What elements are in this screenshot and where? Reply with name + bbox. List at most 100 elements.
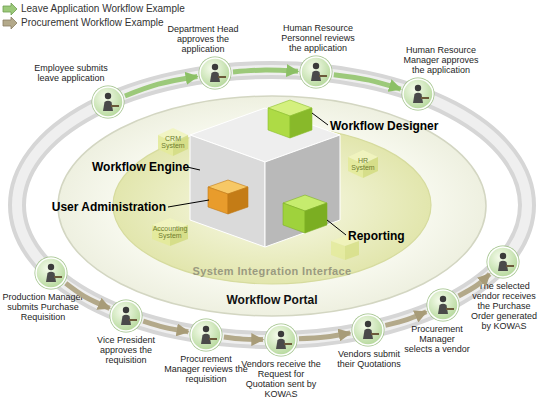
circle-body bbox=[488, 247, 518, 277]
workflow-step-circle-outline bbox=[351, 313, 385, 347]
desk-icon bbox=[54, 276, 62, 278]
workflow-step-circle: Procurement Manager selects a vendor bbox=[426, 288, 460, 322]
step-label: Production Manager submits Purchase Requ… bbox=[2, 292, 84, 322]
step-label: The selected vendor receives the Purchas… bbox=[468, 281, 540, 331]
circle-rim bbox=[300, 56, 333, 89]
circle-body bbox=[266, 325, 296, 355]
person-icon bbox=[365, 321, 371, 327]
legend-text: Leave Application Workflow Example bbox=[21, 3, 185, 14]
desk-icon bbox=[371, 333, 379, 335]
workflow-step-circle-outline bbox=[198, 56, 232, 90]
step-label: Procurement Manager selects a vendor bbox=[404, 324, 470, 354]
circle-rim bbox=[199, 57, 232, 90]
flow-arrow bbox=[125, 76, 197, 96]
circle-body bbox=[191, 320, 221, 350]
flow-arrow bbox=[385, 312, 426, 326]
cube-face bbox=[190, 135, 265, 247]
workflow-step-circle: The selected vendor receives the Purchas… bbox=[486, 245, 520, 279]
circle-body bbox=[428, 290, 458, 320]
workflow-step-circle-outline bbox=[34, 256, 68, 290]
step-label: Vendors receive the Request for Quotatio… bbox=[238, 359, 324, 399]
desk-icon bbox=[209, 338, 217, 340]
ring-band bbox=[17, 70, 527, 340]
flow-arrow bbox=[233, 70, 298, 72]
person-icon bbox=[500, 253, 506, 259]
person-icon bbox=[105, 93, 111, 99]
main-cube bbox=[190, 108, 340, 247]
step-label: Vice President approves the requisition bbox=[86, 335, 166, 365]
cube-face bbox=[228, 187, 248, 214]
flow-arrow bbox=[66, 283, 110, 308]
step-label: Vendors submit their Quotations bbox=[333, 349, 405, 369]
circle-rim bbox=[427, 289, 460, 322]
leader-line bbox=[168, 200, 209, 207]
person-icon bbox=[203, 326, 209, 332]
cube-face bbox=[290, 108, 312, 138]
circle-body bbox=[200, 58, 230, 88]
cube-face bbox=[208, 187, 228, 214]
circle-body bbox=[301, 57, 331, 87]
leader-line bbox=[312, 113, 328, 125]
workflow-step-circle: Human Resource Personnel reviews the app… bbox=[299, 55, 333, 89]
desk-icon bbox=[284, 343, 292, 345]
desk-icon bbox=[111, 105, 119, 107]
workflow-step-circle: Employee submits leave application bbox=[91, 85, 125, 119]
workflow-step-circle-outline bbox=[189, 318, 223, 352]
person-icon bbox=[440, 296, 446, 302]
workflow-step-circle: Procurement Manager reviews the requisit… bbox=[189, 318, 223, 352]
person-icon bbox=[278, 331, 284, 337]
workflow-step-circle-outline bbox=[264, 323, 298, 357]
desk-icon bbox=[506, 265, 514, 267]
step-label: Department Head approves the application bbox=[163, 24, 243, 54]
person-icon bbox=[212, 64, 218, 70]
cube-face bbox=[305, 203, 327, 233]
leader-line bbox=[187, 167, 200, 170]
desk-icon bbox=[421, 97, 429, 99]
circle-rim bbox=[402, 78, 435, 111]
workflow-step-circle-outline bbox=[91, 85, 125, 119]
circle-rim bbox=[92, 86, 125, 119]
circle-body bbox=[403, 79, 433, 109]
workflow-step-circle: Human Resource Manager approves the appl… bbox=[401, 77, 435, 111]
designer-cube bbox=[268, 100, 312, 138]
outer-ring bbox=[17, 70, 527, 340]
system-box: CRM System bbox=[158, 128, 188, 156]
circle-body bbox=[36, 258, 66, 288]
reporting-cube bbox=[283, 195, 327, 233]
ring-highlight bbox=[17, 70, 527, 340]
legend-arrows bbox=[3, 3, 17, 29]
workflow-step-circle-outline bbox=[299, 55, 333, 89]
part-label: Reporting bbox=[348, 229, 405, 243]
system-box: Accounting System bbox=[152, 218, 188, 246]
flow-arrow bbox=[299, 333, 350, 339]
desk-icon bbox=[446, 308, 454, 310]
leader-lines bbox=[168, 113, 346, 235]
workflow-step-circle: Department Head approves the application bbox=[198, 56, 232, 90]
cube-face bbox=[265, 135, 340, 247]
admin-cube bbox=[208, 180, 248, 214]
part-label: User Administration bbox=[48, 200, 166, 214]
person-icon bbox=[123, 307, 129, 313]
workflow-step-circle: Vendors submit their Quotations bbox=[351, 313, 385, 347]
flow-arrow bbox=[224, 337, 263, 340]
desk-icon bbox=[129, 319, 137, 321]
legend-text: Procurement Workflow Example bbox=[21, 17, 164, 28]
desk-icon bbox=[319, 75, 327, 77]
circle-rim bbox=[487, 246, 520, 279]
cube-face bbox=[268, 108, 290, 138]
workflow-step-circle-outline bbox=[401, 77, 435, 111]
circle-rim bbox=[110, 300, 143, 333]
system-label: Accounting System bbox=[152, 225, 188, 239]
cube-face bbox=[283, 203, 305, 233]
workflow-step-circle-outline bbox=[426, 288, 460, 322]
flow-arrow bbox=[143, 321, 188, 332]
workflow-step-circle-outline bbox=[486, 245, 520, 279]
desk-icon bbox=[218, 76, 226, 78]
cube-face bbox=[331, 241, 345, 260]
person-icon bbox=[48, 264, 54, 270]
circle-body bbox=[93, 87, 123, 117]
system-label: HR System bbox=[348, 157, 378, 171]
step-label: Human Resource Manager approves the appl… bbox=[396, 45, 486, 75]
flow-arrow bbox=[459, 274, 490, 296]
leader-line bbox=[327, 220, 346, 235]
